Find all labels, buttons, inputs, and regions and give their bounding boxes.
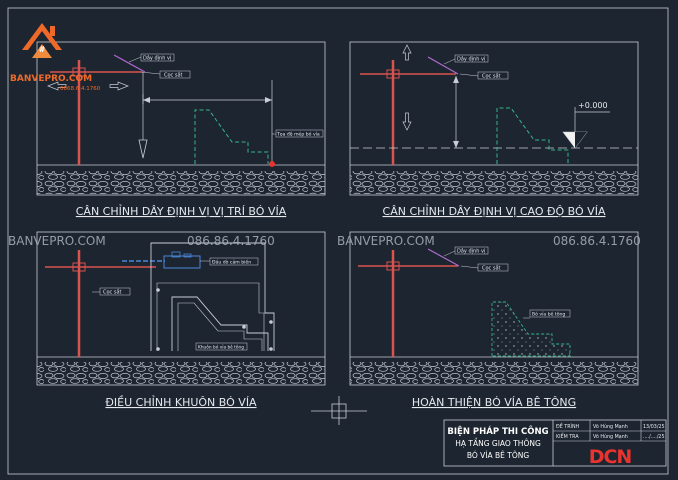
title-line-1: BIỆN PHÁP THI CÔNG bbox=[447, 425, 548, 437]
label-curb-edge: Tọa độ mép bó vỉa bbox=[276, 131, 320, 138]
role-checker: KIỂM TRA bbox=[556, 432, 579, 440]
arrow-left-icon bbox=[47, 81, 67, 91]
name-presenter: Võ Hùng Mạnh bbox=[593, 423, 628, 430]
title-line-3: BÓ VÍA BÊ TÔNG bbox=[467, 451, 530, 460]
curb-edge-point bbox=[269, 161, 275, 167]
curb-outline-dashed bbox=[194, 109, 269, 164]
gravel-layer bbox=[350, 171, 638, 194]
pile-clamp bbox=[72, 67, 86, 77]
watermark-site: BANVEPRO.COM bbox=[337, 234, 435, 248]
pile-clamp bbox=[386, 69, 400, 79]
label-string-line: Dây định vị bbox=[457, 248, 485, 255]
label-pile: Cọc sắt bbox=[482, 265, 501, 272]
watermark-phone-right: 086.86.4.1760 bbox=[553, 234, 641, 248]
pile-clamp bbox=[72, 262, 86, 272]
title-block: BIỆN PHÁP THI CÔNG HẠ TẦNG GIAO THÔNG BÓ… bbox=[443, 419, 667, 468]
arrow-up-icon bbox=[402, 44, 412, 61]
title-line-2: HẠ TẦNG GIAO THÔNG bbox=[455, 438, 541, 448]
gravel-layer bbox=[37, 171, 325, 194]
panel-1-caption: CÂN CHỈNH DÂY ĐỊNH VỊ VỊ TRÍ BÓ VÍA bbox=[76, 204, 287, 218]
label-curb: Bó vỉa bê tông bbox=[532, 311, 565, 318]
label-sensor: Đầu dò cảm biến bbox=[212, 258, 251, 266]
crosshair-icon bbox=[311, 396, 367, 425]
company-logo: DCN bbox=[589, 446, 632, 468]
panel-1: Dây định vị Cọc sắt Tọa độ mép bó vỉa bbox=[36, 41, 326, 196]
panel-2-caption: CÂN CHỈNH DÂY ĐỊNH VỊ CAO ĐỘ BÓ VÍA bbox=[383, 204, 606, 218]
label-pile: Cọc sắt bbox=[164, 72, 183, 79]
panel-1-frame bbox=[36, 41, 326, 196]
role-presenter: ĐỀ TRÌNH bbox=[556, 422, 580, 430]
elevation-marker bbox=[562, 107, 610, 149]
label-mold: Khuôn bó vỉa bê tông bbox=[198, 344, 244, 351]
panel-2: +0.000 Dây định vị Cọc sắt bbox=[349, 41, 639, 196]
drawing-frame bbox=[7, 7, 669, 475]
panel-4: Dây định vị Cọc sắt Bó vỉa bê tông bbox=[349, 231, 639, 386]
slipform-machine bbox=[150, 242, 275, 351]
sensor-probe bbox=[122, 251, 201, 269]
label-pile: Cọc sắt bbox=[482, 73, 501, 80]
label-pile: Cọc sắt bbox=[103, 289, 122, 296]
label-string-line: Dây định vị bbox=[143, 55, 171, 62]
gravel-layer bbox=[350, 362, 638, 385]
brand-logo: # BANVEPRO.COM 0868.6.4.1760 bbox=[10, 23, 101, 92]
watermark-site-left: BANVEPRO.COM bbox=[8, 234, 106, 248]
arrow-down-icon bbox=[402, 112, 412, 131]
elevation-value: +0.000 bbox=[578, 101, 608, 110]
logo-roof-mark: # bbox=[39, 45, 46, 54]
house-icon bbox=[22, 23, 62, 58]
logo-phone: 0868.6.4.1760 bbox=[60, 86, 101, 92]
string-line bbox=[113, 54, 146, 73]
date-checker: ..../..../25 bbox=[643, 434, 665, 440]
curb-outline-dashed bbox=[496, 107, 569, 164]
date-presenter: 13/03/25 bbox=[643, 424, 665, 430]
plumb-bob-icon bbox=[138, 139, 148, 159]
logo-brand: BANVEPRO.COM bbox=[10, 74, 92, 84]
arrow-right-icon bbox=[109, 81, 129, 91]
string-line bbox=[427, 248, 460, 267]
concrete-curb bbox=[491, 301, 571, 357]
panel-3-caption: ĐIỀU CHỈNH KHUÔN BÓ VÍA bbox=[105, 395, 257, 409]
gravel-layer bbox=[37, 362, 325, 385]
name-checker: Võ Hùng Mạnh bbox=[593, 433, 628, 440]
label-string-line: Dây định vị bbox=[457, 56, 485, 63]
curb-mold bbox=[171, 296, 269, 351]
watermark-phone: 086.86.4.1760 bbox=[187, 234, 275, 248]
panel-3: Cọc sắt Đầu dò cảm biến Khuôn bó vỉa bê … bbox=[36, 231, 326, 386]
pile-clamp bbox=[386, 261, 400, 271]
panel-4-caption: HOÀN THIỆN BÓ VÍA BÊ TÔNG bbox=[412, 396, 576, 409]
panel-2-frame bbox=[349, 41, 639, 196]
string-line bbox=[427, 56, 459, 75]
